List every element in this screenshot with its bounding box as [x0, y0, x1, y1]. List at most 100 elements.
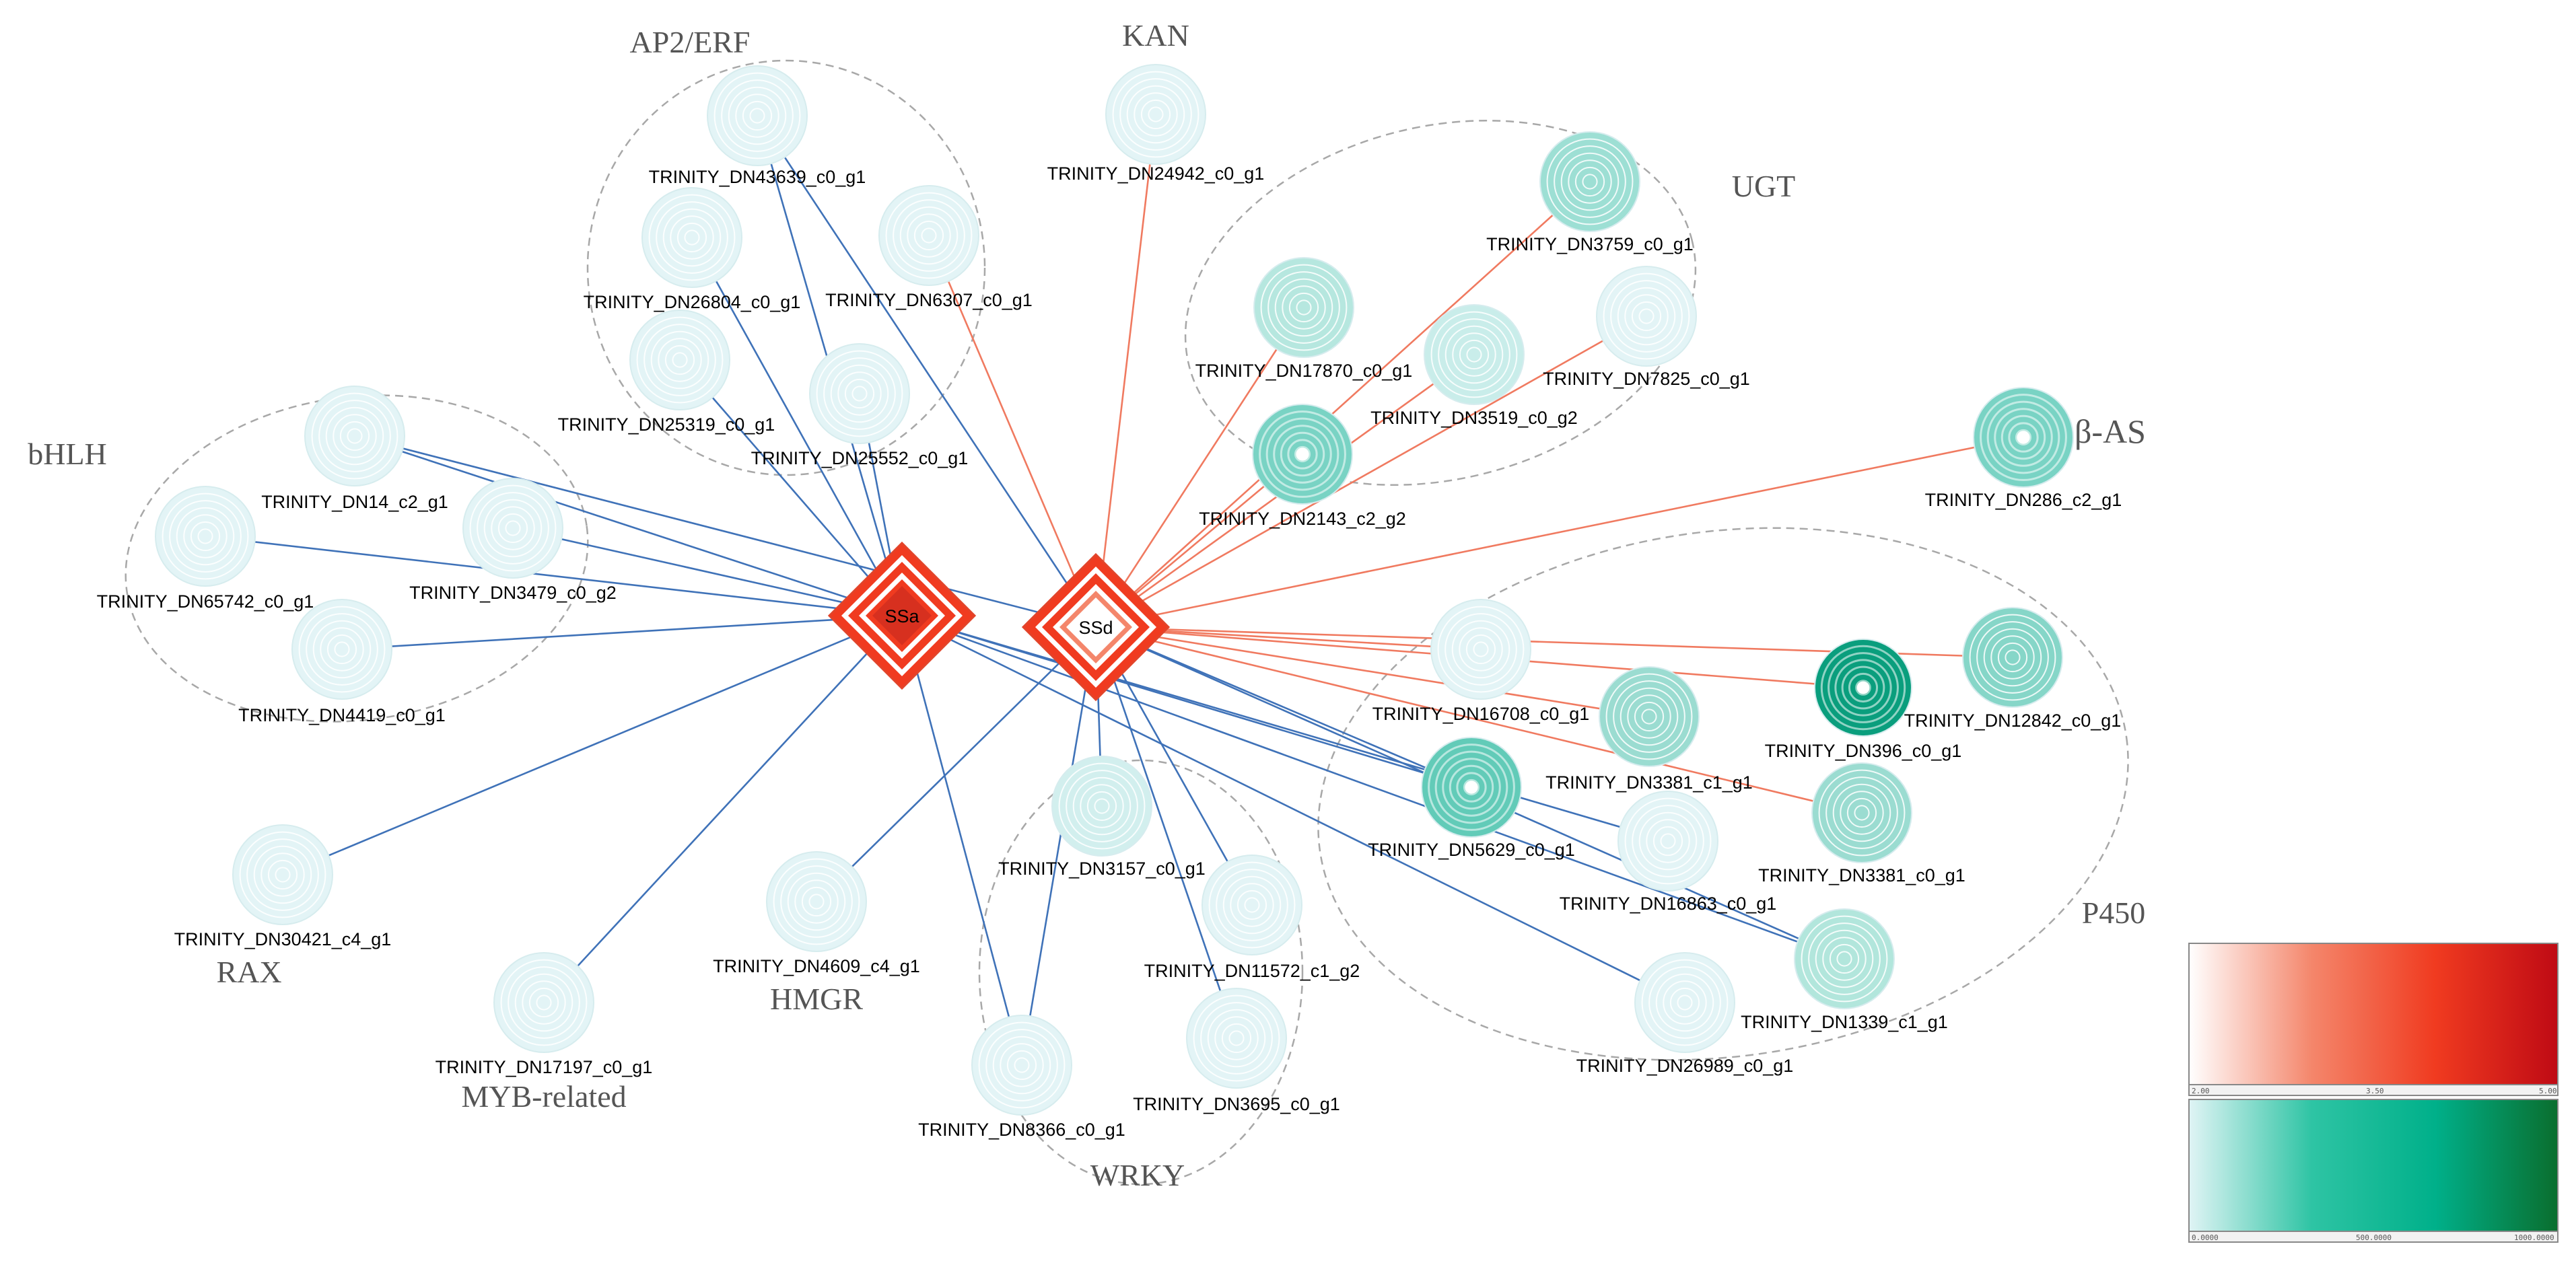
edge-ssd-dn8366 — [1020, 626, 1097, 1066]
gene-node-label: TRINITY_DN396_c0_g1 — [1765, 741, 1962, 761]
gene-node-dn3157[interactable]: TRINITY_DN3157_c0_g1 — [998, 756, 1206, 879]
edge-ssa-dn3479 — [512, 527, 903, 617]
gene-node-label: TRINITY_DN4419_c0_g1 — [238, 705, 446, 725]
gene-node-dn1339[interactable]: TRINITY_DN1339_c1_g1 — [1741, 908, 1948, 1032]
color-scale-legend: 2.00 3.50 5.00 0.0000 500.0000 1000.0000 — [2188, 943, 2558, 1243]
edge-ssa-dn4419 — [341, 614, 903, 651]
green-scale-tick-min: 0.0000 — [2192, 1233, 2219, 1242]
gene-node-label: TRINITY_DN286_c2_g1 — [1925, 490, 2122, 510]
gene-node-dn65742[interactable]: TRINITY_DN65742_c0_g1 — [97, 486, 314, 612]
gene-node-dn3381c1[interactable]: TRINITY_DN3381_c1_g1 — [1545, 666, 1753, 793]
gene-node-label: TRINITY_DN3479_c0_g2 — [409, 583, 617, 603]
gene-node-dn43639[interactable]: TRINITY_DN43639_c0_g1 — [649, 65, 866, 187]
gene-node-dn286[interactable]: TRINITY_DN286_c2_g1 — [1925, 387, 2122, 510]
group-ellipse-wrky — [978, 759, 1304, 1186]
gene-node-dn25319[interactable]: TRINITY_DN25319_c0_g1 — [558, 310, 775, 435]
gene-node-dn4609[interactable]: TRINITY_DN4609_c4_g1 — [713, 851, 920, 976]
edge-ssa-dn1339 — [901, 614, 1845, 960]
gene-node-dn3479[interactable]: TRINITY_DN3479_c0_g2 — [409, 478, 617, 603]
gene-node-label: TRINITY_DN5629_c0_g1 — [1368, 840, 1575, 860]
edge-ssd-dn5629 — [1095, 626, 1472, 789]
gene-node-dn6307[interactable]: TRINITY_DN6307_c0_g1 — [825, 185, 1033, 310]
gene-node-label: TRINITY_DN17870_c0_g1 — [1195, 361, 1413, 381]
group-label-ap2-erf: AP2/ERF — [630, 25, 751, 59]
edge-ssd-dn6307 — [928, 235, 1097, 628]
gene-node-label: TRINITY_DN16863_c0_g1 — [1560, 894, 1777, 914]
green-scale-tick-strip — [2188, 1231, 2558, 1243]
group-label-myb-related: MYB-related — [461, 1079, 626, 1114]
gene-node-label: TRINITY_DN24942_c0_g1 — [1047, 164, 1265, 184]
group-label-kan: KAN — [1122, 18, 1189, 52]
edge-ssd-dn4609 — [816, 626, 1096, 902]
red-scale-tick-strip — [2188, 1084, 2558, 1096]
edge-ssa-dn25319 — [679, 359, 903, 616]
gene-node-dn26804[interactable]: TRINITY_DN26804_c0_g1 — [584, 187, 801, 312]
edge-ssa-dn26804 — [691, 237, 903, 616]
edge-ssd-dn3381c0 — [1095, 626, 1863, 814]
green-scale-tick-max: 1000.0000 — [2514, 1233, 2554, 1242]
group-label-wrky: WRKY — [1090, 1158, 1185, 1192]
edge-ssd-dn286 — [1095, 436, 2024, 628]
gene-node-label: TRINITY_DN30421_c4_g1 — [174, 929, 392, 949]
gene-node-dn12842[interactable]: TRINITY_DN12842_c0_g1 — [1904, 607, 2122, 731]
group-label-hmgr: HMGR — [770, 982, 863, 1016]
hub-node-label: SSd — [1078, 618, 1113, 638]
gene-node-label: TRINITY_DN3381_c0_g1 — [1758, 865, 1965, 885]
edge-ssd-dn3381c1 — [1095, 626, 1650, 718]
edge-ssd-dn24942 — [1094, 114, 1157, 628]
gene-node-dn16708[interactable]: TRINITY_DN16708_c0_g1 — [1372, 599, 1590, 724]
red-scale-tick-mid: 3.50 — [2366, 1087, 2384, 1095]
gene-node-dn3759[interactable]: TRINITY_DN3759_c0_g1 — [1486, 131, 1694, 254]
gene-node-dn11572[interactable]: TRINITY_DN11572_c1_g2 — [1144, 855, 1360, 981]
gene-node-dn30421[interactable]: TRINITY_DN30421_c4_g1 — [174, 824, 392, 949]
group-label-bhlh: bHLH — [28, 437, 107, 471]
gene-node-dn17870[interactable]: TRINITY_DN17870_c0_g1 — [1195, 257, 1413, 381]
gene-node-label: TRINITY_DN12842_c0_g1 — [1904, 711, 2122, 731]
gene-node-dn26989[interactable]: TRINITY_DN26989_c0_g1 — [1576, 952, 1794, 1076]
gene-node-label: TRINITY_DN25319_c0_g1 — [558, 414, 775, 435]
gene-node-dn24942[interactable]: TRINITY_DN24942_c0_g1 — [1047, 64, 1265, 184]
edge-ssd-dn43639 — [756, 115, 1097, 628]
group-label-beta-as: β-AS — [2075, 412, 2146, 450]
edge-ssd-dn7825 — [1095, 315, 1647, 628]
red-scale-tick-min: 2.00 — [2192, 1087, 2210, 1095]
group-ellipse-ap2-erf — [586, 59, 986, 476]
group-label-p450: P450 — [2082, 896, 2146, 930]
hub-node-ssa[interactable]: SSa — [827, 541, 977, 690]
gene-node-dn7825[interactable]: TRINITY_DN7825_c0_g1 — [1543, 266, 1750, 389]
gene-node-label: TRINITY_DN3157_c0_g1 — [998, 859, 1206, 879]
gene-node-dn3381c0[interactable]: TRINITY_DN3381_c0_g1 — [1758, 762, 1965, 885]
red-scale-tick-max: 5.00 — [2539, 1087, 2557, 1095]
gene-node-dn5629[interactable]: TRINITY_DN5629_c0_g1 — [1368, 737, 1575, 860]
gene-node-label: TRINITY_DN3381_c1_g1 — [1545, 772, 1753, 793]
gene-node-dn2143[interactable]: TRINITY_DN2143_c2_g2 — [1199, 404, 1406, 529]
gene-node-label: TRINITY_DN11572_c1_g2 — [1144, 961, 1360, 981]
gene-node-dn25552[interactable]: TRINITY_DN25552_c0_g1 — [751, 343, 969, 468]
gene-node-label: TRINITY_DN16708_c0_g1 — [1372, 704, 1590, 724]
gene-node-dn17197[interactable]: TRINITY_DN17197_c0_g1 — [436, 952, 653, 1077]
gene-node-label: TRINITY_DN1339_c1_g1 — [1741, 1012, 1948, 1032]
edge-ssa-dn5629 — [901, 614, 1472, 789]
group-ellipse-ugt — [1184, 120, 1697, 486]
hub-node-ssd[interactable]: SSd — [1021, 552, 1171, 702]
gene-node-dn14[interactable]: TRINITY_DN14_c2_g1 — [261, 386, 448, 512]
gene-node-label: TRINITY_DN14_c2_g1 — [261, 492, 448, 512]
gene-node-label: TRINITY_DN65742_c0_g1 — [97, 591, 314, 612]
gene-node-label: TRINITY_DN26989_c0_g1 — [1576, 1056, 1794, 1076]
edge-ssa-dn17197 — [543, 615, 903, 1003]
gene-node-label: TRINITY_DN8366_c0_g1 — [918, 1120, 1125, 1140]
gene-node-dn8366[interactable]: TRINITY_DN8366_c0_g1 — [918, 1015, 1125, 1140]
gene-node-label: TRINITY_DN43639_c0_g1 — [649, 167, 866, 187]
gene-node-dn16863[interactable]: TRINITY_DN16863_c0_g1 — [1560, 791, 1777, 914]
edge-ssd-dn14 — [354, 435, 1096, 628]
gene-node-dn396[interactable]: TRINITY_DN396_c0_g1 — [1765, 639, 1962, 761]
gene-node-label: TRINITY_DN3759_c0_g1 — [1486, 234, 1694, 254]
gene-node-dn4419[interactable]: TRINITY_DN4419_c0_g1 — [238, 599, 446, 725]
gene-node-dn3695[interactable]: TRINITY_DN3695_c0_g1 — [1133, 988, 1340, 1114]
edge-ssd-dn3695 — [1094, 626, 1238, 1039]
hub-node-label: SSa — [884, 606, 919, 626]
gene-node-dn3519[interactable]: TRINITY_DN3519_c0_g2 — [1370, 304, 1578, 428]
